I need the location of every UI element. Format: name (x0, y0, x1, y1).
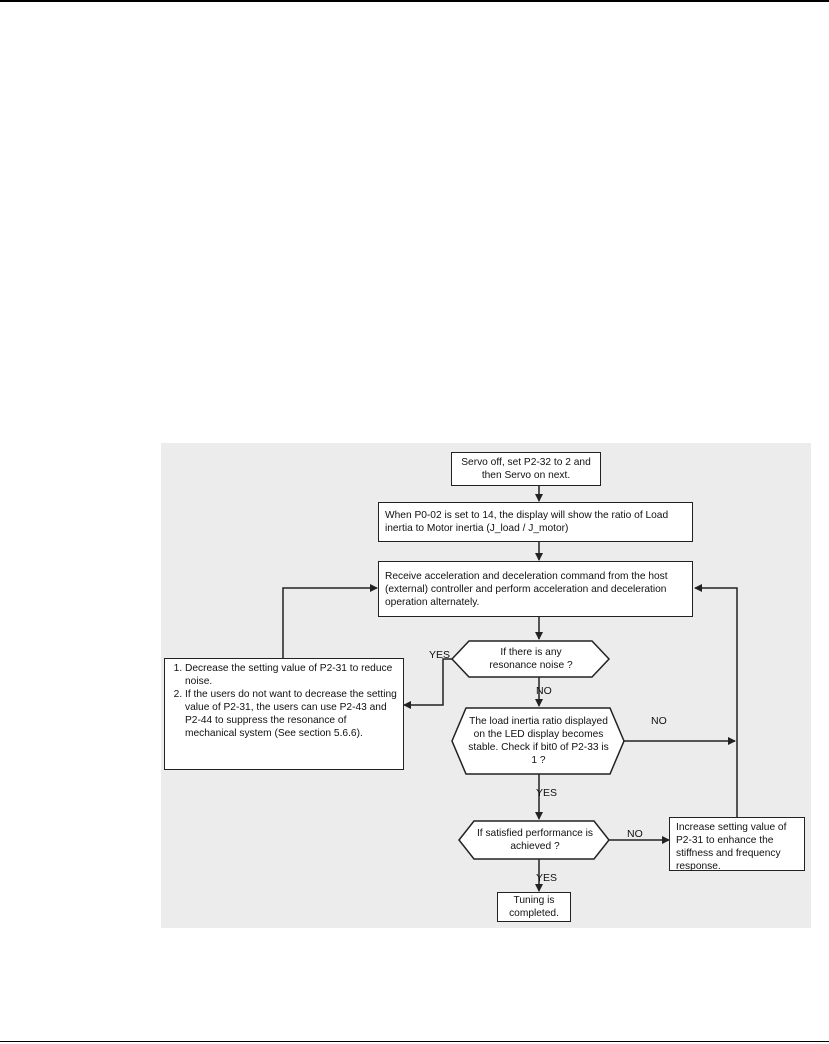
step-receive-command-text: Receive acceleration and deceleration co… (385, 570, 668, 608)
decision-inertia: The load inertia ratio displayed on the … (466, 709, 611, 773)
decrease-steps-list: Decrease the setting value of P2-31 to r… (171, 662, 397, 740)
bottom-rule (0, 1041, 829, 1042)
end-tuning-completed: Tuning is completed. (497, 892, 571, 922)
flowchart-connectors (282, 485, 738, 892)
step-servo-off: Servo off, set P2-32 to 2 and then Servo… (451, 452, 601, 486)
step-inertia-display-text: When P0-02 is set to 14, the display wil… (385, 510, 669, 534)
decision-performance: If satisfied performance is achieved ? (476, 822, 594, 858)
flowchart-figure: Servo off, set P2-32 to 2 and then Servo… (161, 443, 811, 928)
arrow-increase-step3 (694, 584, 738, 819)
label-yes-resonance: YES (429, 649, 451, 661)
decision-inertia-text: The load inertia ratio displayed on the … (468, 716, 609, 766)
arrow-yes-decrease (403, 658, 452, 709)
decision-resonance: If there is any resonance noise ? (476, 642, 586, 676)
label-no-inertia: NO (651, 715, 667, 727)
step-inertia-display: When P0-02 is set to 14, the display wil… (378, 502, 693, 542)
label-yes-performance: YES (536, 872, 558, 884)
label-no-resonance: NO (536, 685, 552, 697)
decision-performance-shape (458, 820, 610, 860)
label-yes-inertia: YES (536, 787, 558, 799)
increase-setting-box: Increase setting value of P2-31 to enhan… (669, 817, 805, 872)
top-rule (0, 0, 829, 2)
decision-resonance-text: If there is any resonance noise ? (489, 647, 573, 671)
decrease-step-1: Decrease the setting value of P2-31 to r… (185, 662, 397, 688)
arrow-decrease-step3 (282, 584, 378, 658)
step-servo-off-text: Servo off, set P2-32 to 2 and then Servo… (461, 457, 591, 481)
label-no-performance: NO (627, 828, 643, 840)
step-receive-command: Receive acceleration and deceleration co… (378, 561, 693, 617)
increase-setting-text: Increase setting value of P2-31 to enhan… (676, 822, 787, 872)
decrease-step-2: If the users do not want to decrease the… (185, 688, 397, 740)
decision-performance-text: If satisfied performance is achieved ? (476, 828, 594, 852)
decrease-setting-box: Decrease the setting value of P2-31 to r… (164, 658, 404, 770)
decision-inertia-shape (451, 707, 625, 775)
end-tuning-completed-text: Tuning is completed. (509, 895, 559, 919)
